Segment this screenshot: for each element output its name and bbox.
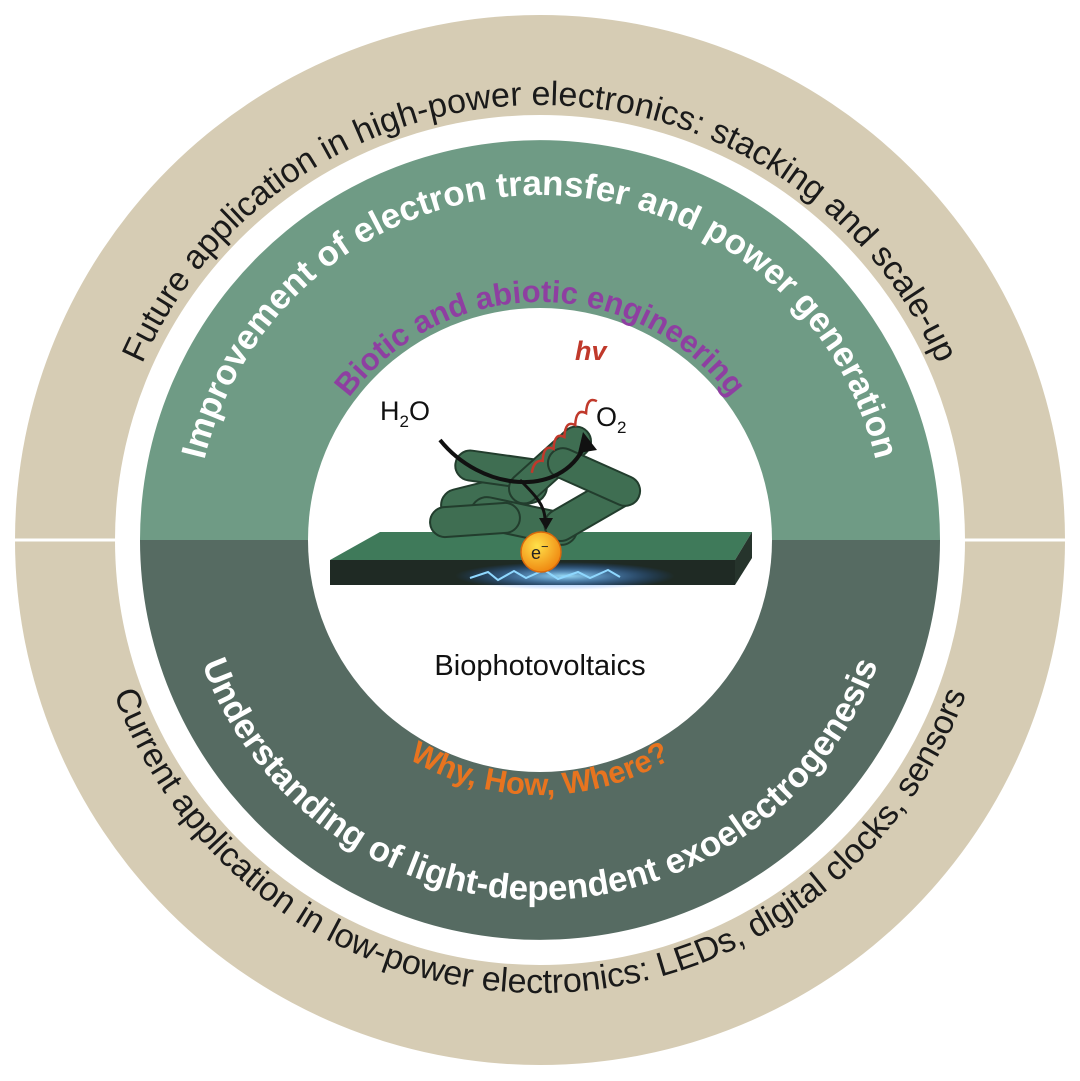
reaction-arrowhead bbox=[578, 432, 597, 453]
water-label: H2O bbox=[380, 396, 430, 431]
reaction-arrow bbox=[438, 438, 587, 485]
electron bbox=[520, 531, 562, 573]
cell bbox=[429, 501, 521, 539]
electron-arrowhead bbox=[539, 518, 553, 530]
electron-label: e− bbox=[531, 539, 549, 563]
electrode-side-face bbox=[735, 532, 752, 585]
oxygen-label: O2 bbox=[596, 402, 626, 437]
light-wave bbox=[530, 398, 598, 474]
light-label: hv bbox=[575, 336, 608, 366]
electron-arrow bbox=[518, 478, 547, 521]
center-label: Biophotovoltaics bbox=[434, 650, 645, 682]
